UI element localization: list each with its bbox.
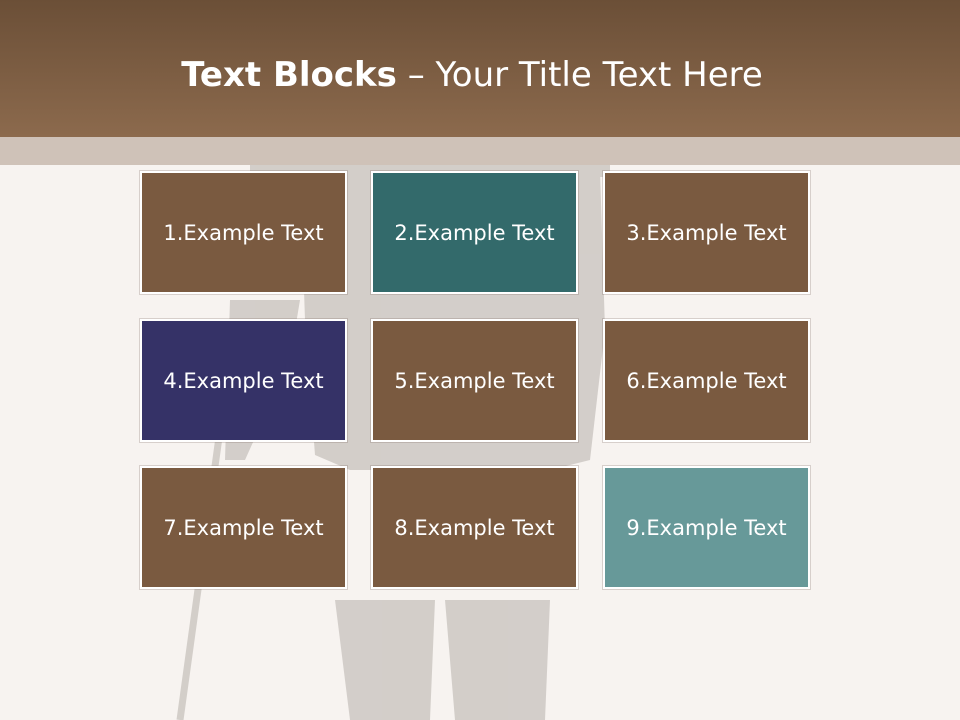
text-block-3[interactable]: 3.Example Text (603, 171, 810, 294)
text-block-5-label: 5.Example Text (394, 368, 555, 393)
text-block-4-label: 4.Example Text (163, 368, 324, 393)
text-block-1-label: 1.Example Text (163, 220, 324, 245)
text-block-2[interactable]: 2.Example Text (371, 171, 578, 294)
text-block-1[interactable]: 1.Example Text (140, 171, 347, 294)
slide-title-regular: Your Title Text Here (435, 55, 763, 95)
text-block-4[interactable]: 4.Example Text (140, 319, 347, 442)
slide-title-separator: – (396, 55, 436, 95)
text-block-9[interactable]: 9.Example Text (603, 466, 810, 589)
text-block-7-label: 7.Example Text (163, 515, 324, 540)
text-block-6-label: 6.Example Text (626, 368, 787, 393)
title-underband (0, 137, 960, 165)
slide-title-bold: Text Blocks (181, 55, 397, 95)
text-block-3-label: 3.Example Text (626, 220, 787, 245)
text-block-8[interactable]: 8.Example Text (371, 466, 578, 589)
text-block-6[interactable]: 6.Example Text (603, 319, 810, 442)
slide-title: Text Blocks – Your Title Text Here (0, 52, 944, 98)
text-block-2-label: 2.Example Text (394, 220, 555, 245)
text-block-7[interactable]: 7.Example Text (140, 466, 347, 589)
text-block-8-label: 8.Example Text (394, 515, 555, 540)
text-block-9-label: 9.Example Text (626, 515, 787, 540)
text-block-5[interactable]: 5.Example Text (371, 319, 578, 442)
title-bar (0, 0, 960, 137)
